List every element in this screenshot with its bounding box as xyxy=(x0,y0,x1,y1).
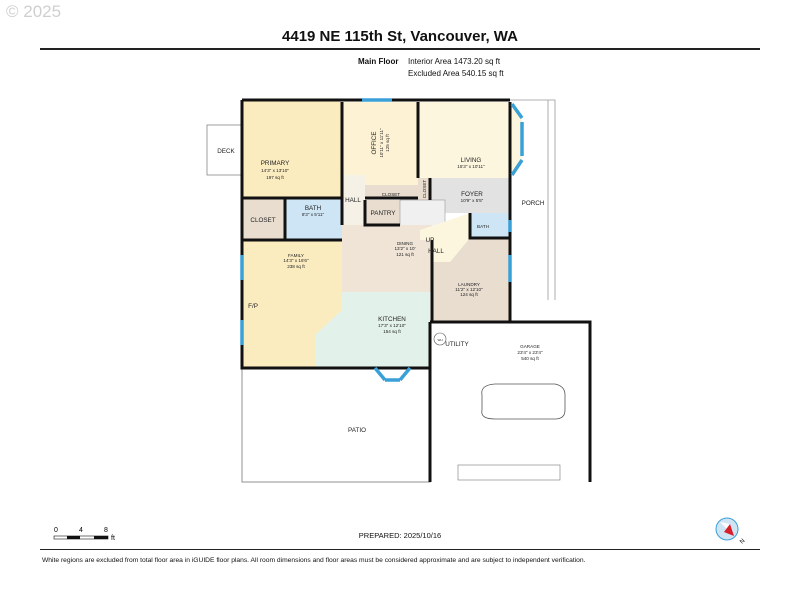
room-garage xyxy=(430,322,590,482)
dining-area: 121 sq ft xyxy=(396,252,414,257)
laundry-dims: 11'2" x 12'10" xyxy=(455,287,483,292)
fireplace-label: F/P xyxy=(248,303,258,310)
scale-unit: ft xyxy=(111,535,115,542)
water-heater-icon xyxy=(433,332,447,346)
closet-foyer-label: CLOSET xyxy=(422,180,427,199)
room-pantry xyxy=(365,200,400,225)
utility-label: UTILITY xyxy=(445,341,469,348)
garage-door xyxy=(457,464,561,481)
disclaimer: White regions are excluded from total fl… xyxy=(42,557,586,564)
bath-label: BATH xyxy=(305,205,322,212)
room-bath xyxy=(285,198,342,240)
divider xyxy=(40,549,760,550)
room-hall xyxy=(342,175,365,225)
primary-dims: 14'3" x 13'10" xyxy=(261,168,289,173)
room-closet xyxy=(242,198,285,240)
primary-area: 197 sq ft xyxy=(266,175,284,180)
living-dims: 15'3" x 10'11" xyxy=(457,164,485,169)
compass-north-label: N xyxy=(739,538,746,545)
excluded-area: Excluded Area 540.15 sq ft xyxy=(408,69,504,78)
primary-label: PRIMARY xyxy=(261,160,290,167)
floor-name: Main Floor xyxy=(358,57,399,66)
interior-area: Interior Area 1473.20 sq ft xyxy=(408,57,501,66)
watermark: © 2025 xyxy=(6,2,62,21)
car-icon xyxy=(481,383,566,420)
laundry-area: 124 sq ft xyxy=(460,292,478,297)
room-office xyxy=(342,102,418,185)
room-closets xyxy=(365,185,418,198)
closet-primary-label: CLOSET xyxy=(250,217,275,224)
hall-label: HALL xyxy=(345,197,361,204)
kitchen-area: 154 sq ft xyxy=(383,329,401,334)
room-dining xyxy=(342,225,432,292)
patio-label: PATIO xyxy=(348,427,366,434)
scale-tick: 4 xyxy=(79,527,83,534)
closet-label: CLOSET xyxy=(382,192,401,197)
scale-tick: 8 xyxy=(104,527,108,534)
porch-label: PORCH xyxy=(522,200,545,207)
pantry-label: PANTRY xyxy=(371,210,397,217)
patio xyxy=(241,367,431,483)
room-laundry xyxy=(432,238,510,322)
office-area: 125 sq ft xyxy=(385,133,390,151)
dining-dims: 13'2" x 10' xyxy=(394,246,415,251)
kitchen-dims: 17'3" x 12'10" xyxy=(378,323,406,328)
garage-label: GARAGE xyxy=(520,344,540,349)
living-label: LIVING xyxy=(461,157,482,164)
office-label: OFFICE xyxy=(371,131,378,154)
scale-tick: 0 xyxy=(54,527,58,534)
page-title: 4419 NE 115th St, Vancouver, WA xyxy=(282,28,518,45)
family-label: FAMILY xyxy=(288,253,304,258)
room-primary xyxy=(242,100,342,198)
hall-right-label: HALL xyxy=(428,248,444,255)
office-dims: 10'11" x 11'11" xyxy=(379,128,384,158)
windows xyxy=(240,98,524,382)
deck-label: DECK xyxy=(217,148,235,155)
room-kitchen xyxy=(315,292,430,368)
room-bath-right xyxy=(470,213,510,238)
porch xyxy=(510,99,556,300)
dining-label: DINING xyxy=(397,241,414,246)
deck xyxy=(206,124,243,176)
prepared-date: PREPARED: 2025/10/16 xyxy=(358,531,442,540)
stairs-up-label: UP xyxy=(426,237,435,244)
garage-area: 540 sq ft xyxy=(521,356,539,361)
foyer-dims: 10'9" x 5'5" xyxy=(461,198,484,203)
laundry-label: LAUNDRY xyxy=(458,282,480,287)
bath-dims: 8'3" x 5'11" xyxy=(302,212,325,217)
family-area: 238 sq ft xyxy=(287,264,305,269)
divider xyxy=(40,48,760,50)
garage-dims: 23'4" x 23'4" xyxy=(517,350,543,355)
foyer-label: FOYER xyxy=(461,191,483,198)
compass-icon: N xyxy=(715,517,746,545)
kitchen-label: KITCHEN xyxy=(378,316,406,323)
scale-bar: 0 4 8 ft xyxy=(53,527,115,542)
family-dims: 14'3" x 16'6" xyxy=(283,258,309,263)
water-heater-label: WH xyxy=(438,338,443,342)
bath-right-label: BATH xyxy=(477,224,489,229)
room-living xyxy=(418,102,522,178)
room-closet-foyer xyxy=(418,178,430,200)
